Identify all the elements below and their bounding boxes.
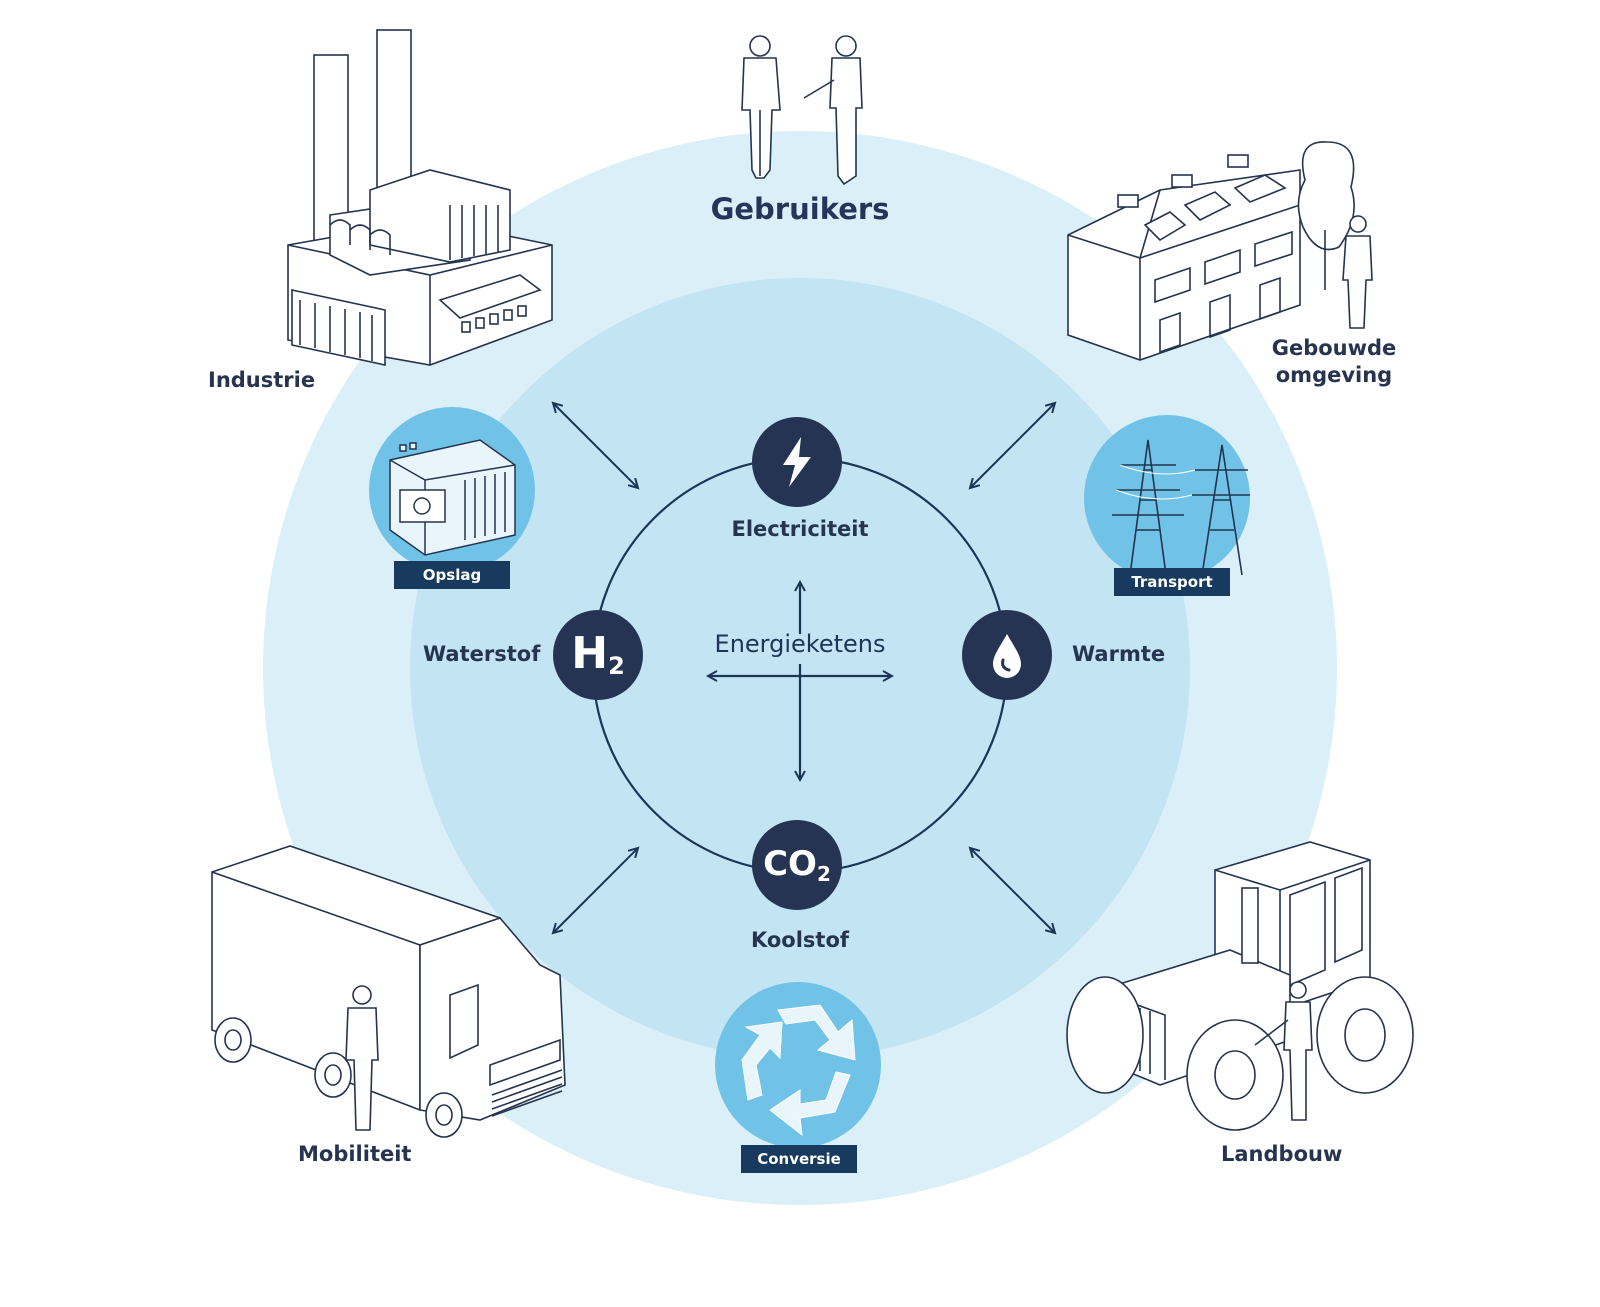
conversion-badge — [715, 982, 881, 1148]
hydrogen-symbol-letter: H — [571, 628, 609, 679]
mobility-label: Mobiliteit — [298, 1142, 412, 1166]
diagonal-arrows — [553, 403, 1055, 933]
arrow-agriculture — [970, 848, 1055, 933]
lightning-bolt-icon — [783, 437, 811, 487]
electricity-node — [752, 417, 842, 507]
center-cross-arrows — [708, 582, 892, 780]
battery-container-icon — [389, 439, 516, 556]
water-drop-icon — [993, 634, 1021, 678]
built-environment-label-line2: omgeving — [1275, 363, 1393, 387]
transport-badge — [1084, 415, 1250, 581]
house-illustration — [1067, 141, 1373, 361]
page-title: Gebruikers — [710, 192, 890, 226]
recycle-arrows-icon — [741, 1004, 856, 1137]
arrow-mobility — [553, 848, 638, 933]
heat-label: Warmte — [1072, 642, 1166, 666]
conversion-tag: Conversie — [741, 1145, 857, 1173]
carbon-symbol-subscript: 2 — [816, 861, 831, 886]
hydrogen-label: Waterstof — [423, 642, 541, 666]
hydrogen-symbol: H2 — [571, 632, 625, 680]
industry-label: Industrie — [208, 368, 316, 392]
carbon-label: Koolstof — [750, 928, 850, 952]
power-pylon-icon — [1112, 439, 1250, 576]
people-illustration — [741, 35, 863, 186]
tractor-illustration — [1066, 841, 1414, 1131]
carbon-symbol: CO2 — [763, 847, 831, 884]
built-environment-label: Gebouwde omgeving — [1272, 335, 1397, 389]
electricity-label: Electriciteit — [731, 517, 869, 541]
arrow-industry — [553, 403, 638, 488]
carbon-node: CO2 — [752, 820, 842, 910]
built-environment-label-line1: Gebouwde — [1271, 336, 1397, 360]
arrow-built-environment — [970, 403, 1055, 488]
truck-illustration — [211, 845, 566, 1138]
agriculture-label: Landbouw — [1221, 1142, 1343, 1166]
transport-tag: Transport — [1114, 568, 1230, 596]
factory-illustration — [287, 29, 553, 366]
storage-tag: Opslag — [394, 561, 510, 589]
hydrogen-node: H2 — [553, 610, 643, 700]
heat-node — [962, 610, 1052, 700]
carbon-symbol-letters: CO — [763, 843, 817, 884]
center-label: Energieketens — [714, 630, 886, 658]
hydrogen-symbol-subscript: 2 — [608, 652, 625, 680]
